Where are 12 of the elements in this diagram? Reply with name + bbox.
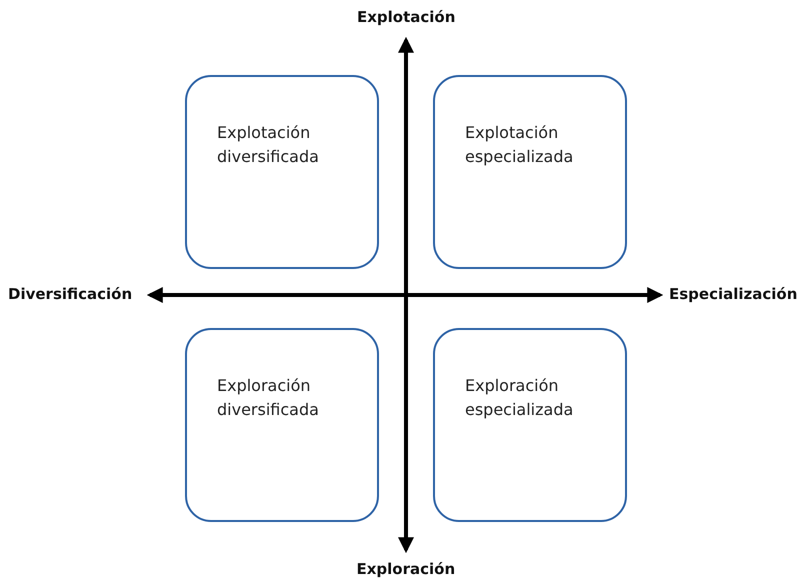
axis-label: Especialización [669, 285, 798, 303]
quadrant-label: Explotación especializada [465, 122, 574, 168]
quadrant-label: Exploración especializada [465, 375, 574, 421]
quadrant-box [185, 75, 379, 269]
axis-label: Exploración [356, 560, 456, 578]
quadrant-box [433, 75, 627, 269]
quadrant-box [433, 328, 627, 522]
quadrant-label: Explotación diversificada [217, 122, 320, 168]
quadrant-label: Exploración diversificada [217, 375, 320, 421]
quadrant-box [185, 328, 379, 522]
axis-label: Explotación [357, 8, 456, 26]
axis-label: Diversificación [8, 285, 132, 303]
